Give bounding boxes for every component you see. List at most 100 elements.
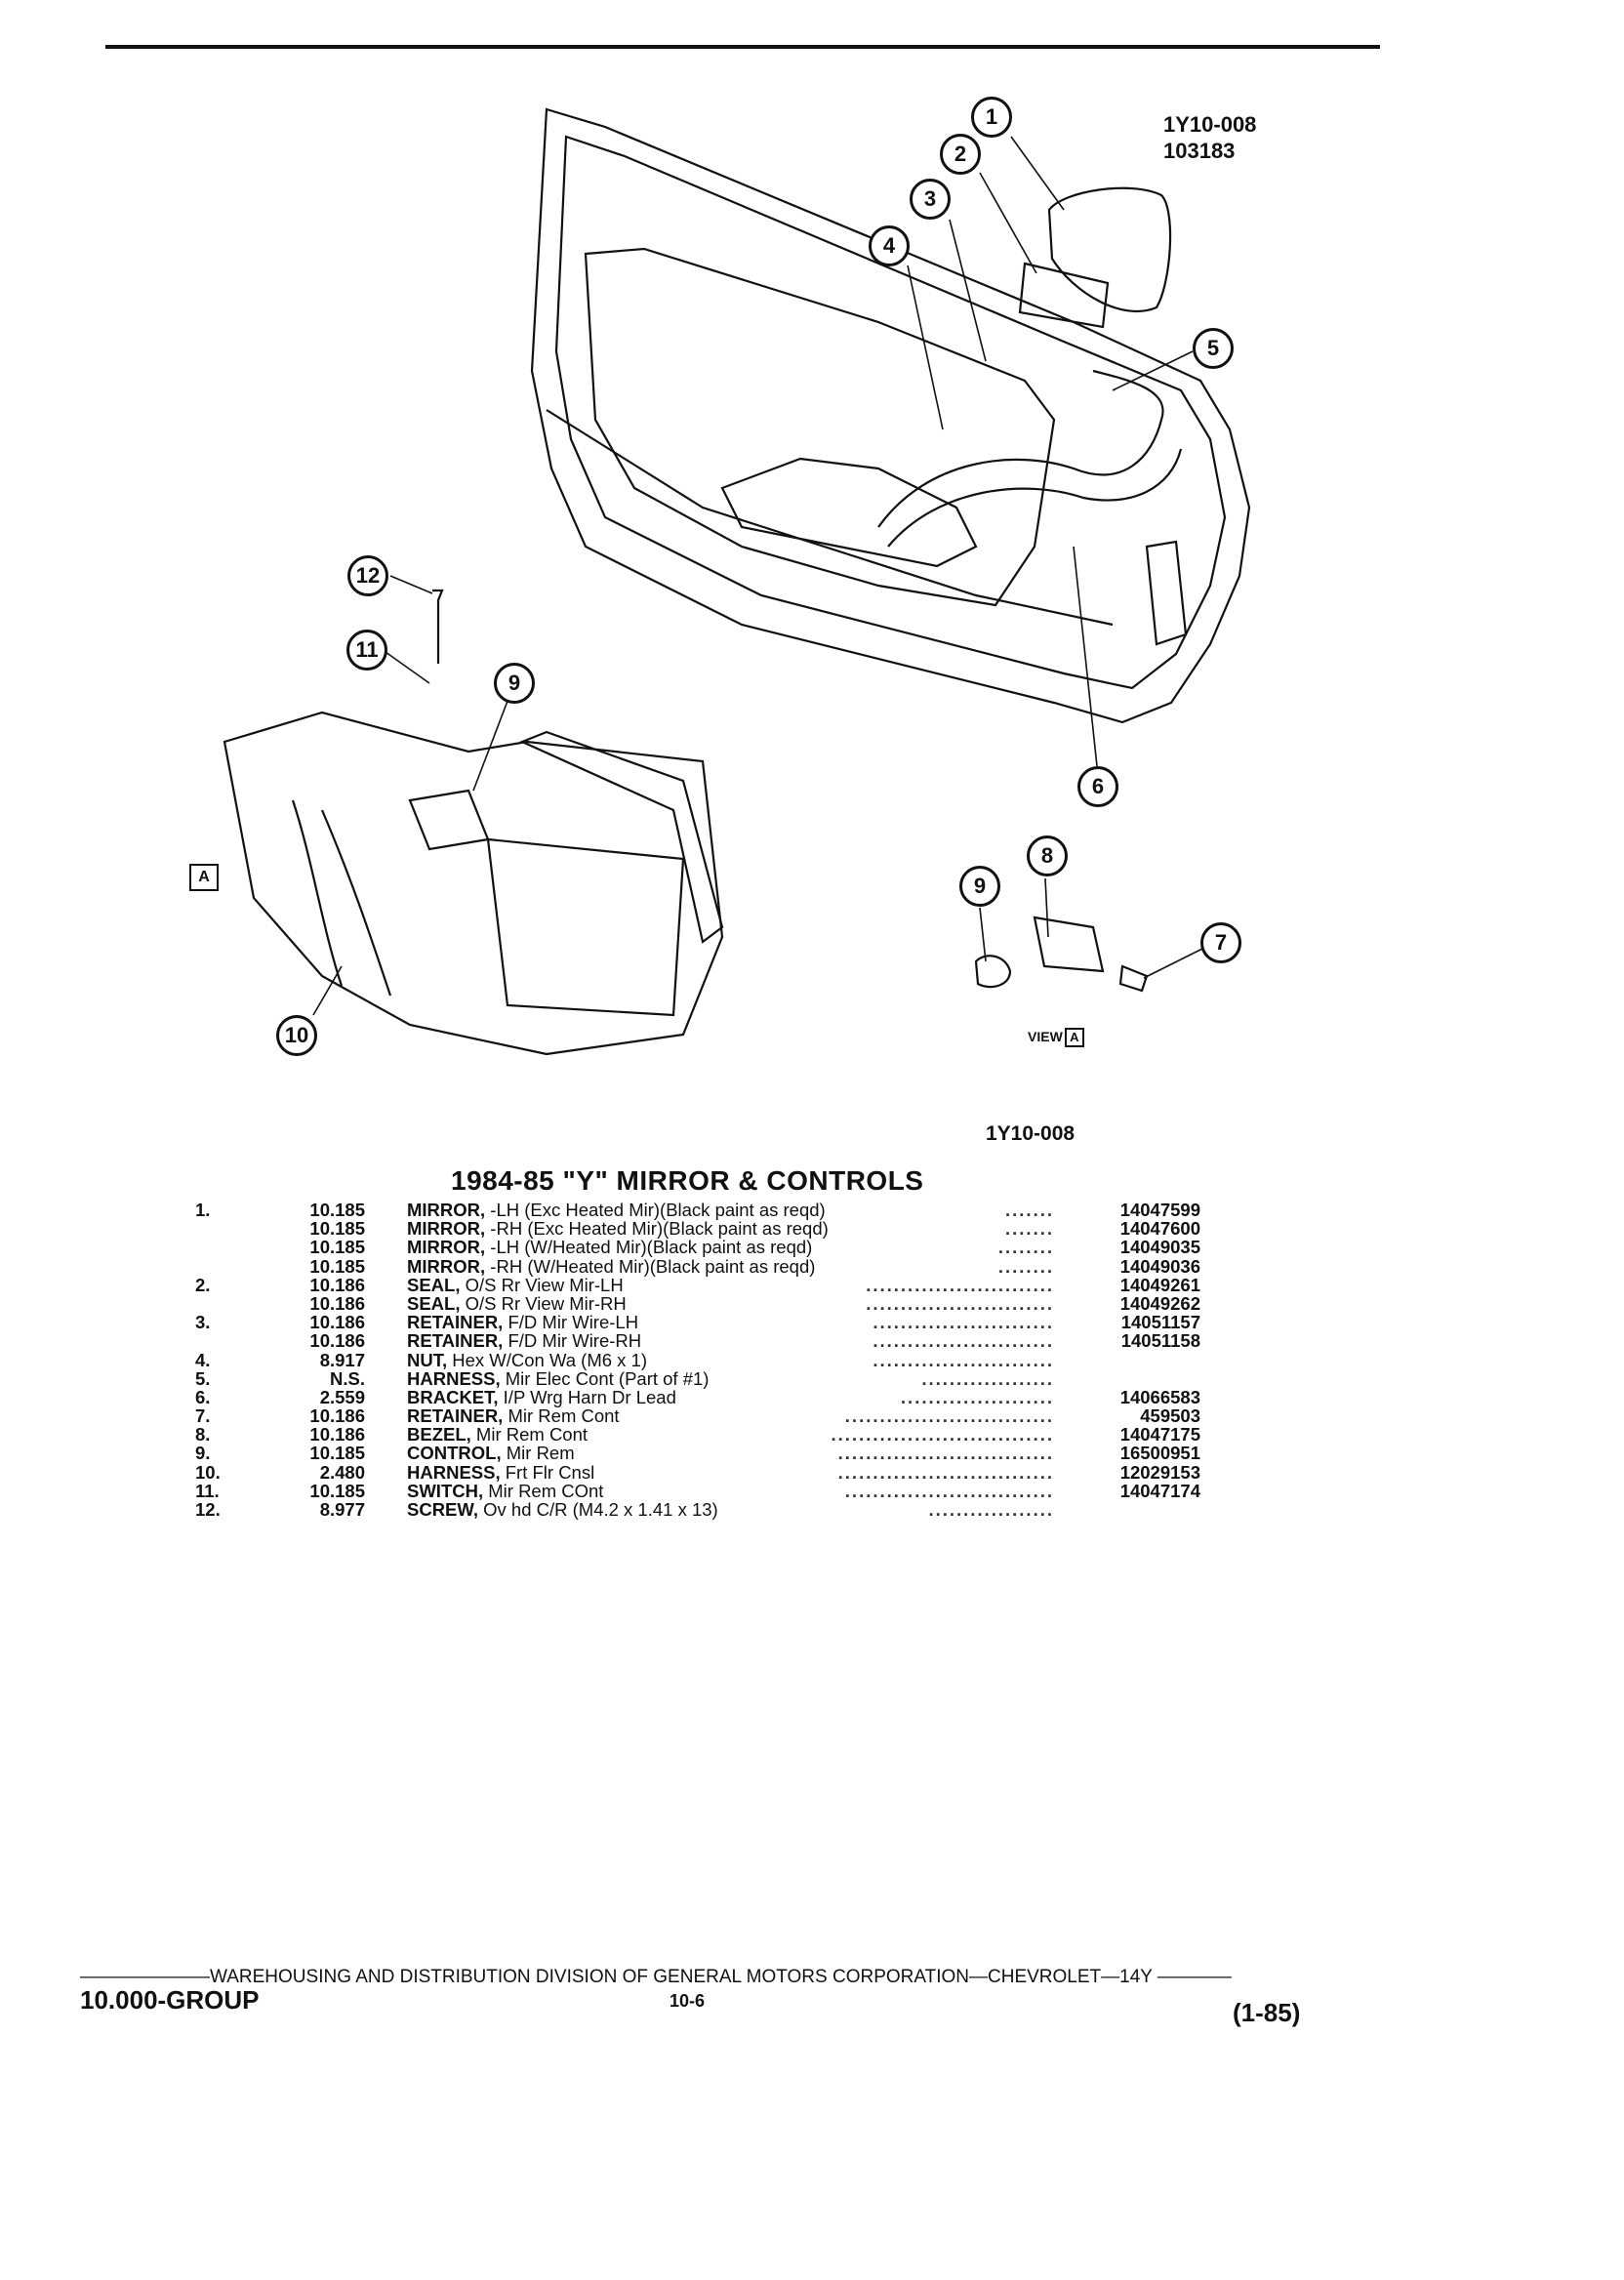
part-number: 14047174 [1119, 1480, 1200, 1501]
part-description: SCREW, Ov hd C/R (M4.2 x 1.41 x 13) [407, 1500, 718, 1519]
part-description: SEAL, O/S Rr View Mir-RH [407, 1294, 627, 1313]
figure-ref-line1: 1Y10-008 [1163, 112, 1257, 137]
callout-4: 4 [869, 225, 910, 266]
part-description: SEAL, O/S Rr View Mir-LH [407, 1276, 624, 1294]
console-storage-bin [486, 837, 685, 1017]
view-label-text: VIEW [1028, 1029, 1063, 1044]
part-number: 14051158 [1120, 1330, 1200, 1352]
part-leader-dots: ....... [1005, 1218, 1054, 1240]
part-leader-dots: ........................... [866, 1292, 1054, 1314]
part-row: 5.N.S.HARNESS, Mir Elec Cont (Part of #1… [176, 1369, 1220, 1388]
part-detail: -RH (Exc Heated Mir)(Black paint as reqd… [485, 1218, 829, 1240]
part-description: BRACKET, I/P Wrg Harn Dr Lead [407, 1388, 676, 1406]
part-item-number: 11. [195, 1480, 220, 1501]
part-description: RETAINER, F/D Mir Wire-RH [407, 1331, 641, 1350]
footer-page-number: 10-6 [670, 1991, 706, 2011]
part-group-number: 10.185 [309, 1237, 365, 1258]
part-item-number: 7. [195, 1405, 211, 1427]
part-group-number: 10.186 [309, 1274, 365, 1295]
console-wire-bundle-2 [320, 809, 392, 997]
mirror-wiring-harness-branch [887, 448, 1183, 548]
part-detail: O/S Rr View Mir-RH [460, 1292, 627, 1314]
part-name: HARNESS, [407, 1367, 501, 1389]
part-number: 14066583 [1119, 1386, 1200, 1407]
part-name: HARNESS, [407, 1461, 501, 1483]
footer-date: (1-85) [1233, 1998, 1301, 2027]
figure-caption: 1Y10-008 [986, 1122, 1076, 1145]
part-number: 14049035 [1119, 1237, 1200, 1258]
part-leader-dots: ................................ [831, 1424, 1054, 1445]
part-name: RETAINER, [407, 1330, 504, 1352]
part-item-number: 9. [195, 1443, 211, 1464]
part-description: MIRROR, -LH (W/Heated Mir)(Black paint a… [407, 1238, 812, 1256]
mirror-controls-diagram [223, 107, 1251, 1056]
part-name: SEAL, [407, 1292, 461, 1314]
footer-publisher-line: ———————WAREHOUSING AND DISTRIBUTION DIVI… [80, 1967, 1232, 1987]
part-item-number: 6. [195, 1386, 211, 1407]
part-number: 14047599 [1119, 1200, 1200, 1220]
part-item-number: 10. [195, 1461, 221, 1483]
callout-11: 11 [346, 630, 387, 671]
part-leader-dots: .............................. [844, 1480, 1054, 1501]
part-number: 14047175 [1119, 1424, 1200, 1445]
part-leader-dots: .......................... [873, 1349, 1054, 1370]
remote-control-bezel [1033, 916, 1105, 973]
callout-9: 9 [494, 663, 535, 704]
part-group-number: 10.185 [309, 1480, 365, 1501]
part-name: SCREW, [407, 1499, 478, 1520]
part-item-number: 8. [195, 1424, 211, 1445]
door-panel-outline [530, 107, 1251, 724]
part-detail: -LH (W/Heated Mir)(Black paint as reqd) [485, 1237, 813, 1258]
part-item-number: 2. [195, 1274, 211, 1295]
part-detail: Mir Rem [501, 1443, 575, 1464]
part-group-number: 8.977 [319, 1499, 365, 1520]
part-detail: Ov hd C/R (M4.2 x 1.41 x 13) [477, 1499, 718, 1520]
part-number: 459503 [1140, 1405, 1200, 1427]
part-group-number: 10.185 [309, 1200, 365, 1220]
part-group-number: 2.559 [319, 1386, 365, 1407]
part-group-number: 2.480 [319, 1461, 365, 1483]
callout-6: 6 [1077, 766, 1118, 807]
callout-9-view-a: 9 [959, 866, 1000, 907]
part-description: RETAINER, F/D Mir Wire-LH [407, 1313, 638, 1331]
part-item-number: 3. [195, 1312, 211, 1333]
callout-10: 10 [276, 1015, 317, 1056]
part-description: NUT, Hex W/Con Wa (M6 x 1) [407, 1351, 647, 1369]
part-leader-dots: .................. [928, 1499, 1054, 1520]
part-description: RETAINER, Mir Rem Cont [407, 1406, 620, 1425]
part-detail: -LH (Exc Heated Mir)(Black paint as reqd… [485, 1200, 826, 1220]
callout-2: 2 [940, 134, 981, 175]
part-leader-dots: ............................... [837, 1443, 1054, 1464]
console-lid [519, 730, 724, 944]
part-row: 2. 10.186 SEAL, O/S Rr View Mir-LH........… [176, 1276, 1220, 1294]
part-detail: Frt Flr Cnsl [500, 1461, 595, 1483]
callout-1: 1 [971, 97, 1012, 138]
view-label-letter: A [1064, 1028, 1084, 1047]
part-group-number: N.S. [330, 1367, 365, 1389]
part-leader-dots: .............................. [844, 1405, 1054, 1427]
part-leader-dots: ........................... [866, 1274, 1054, 1295]
figure-reference: 1Y10-008 103183 [1163, 111, 1256, 164]
footer-group: 10.000-GROUP [80, 1985, 260, 2015]
part-description: HARNESS, Frt Flr Cnsl [407, 1463, 594, 1482]
part-leader-dots: ....... [1005, 1200, 1054, 1220]
part-item-number: 12. [195, 1499, 221, 1520]
part-name: SWITCH, [407, 1480, 484, 1501]
callout-leader-lines [312, 136, 1207, 1016]
part-leader-dots: ............................... [837, 1461, 1054, 1483]
part-group-number: 10.186 [309, 1292, 365, 1314]
part-number: 14051157 [1120, 1312, 1200, 1333]
part-name: MIRROR, [407, 1237, 486, 1258]
part-detail: F/D Mir Wire-RH [503, 1330, 642, 1352]
callout-3: 3 [910, 179, 951, 220]
